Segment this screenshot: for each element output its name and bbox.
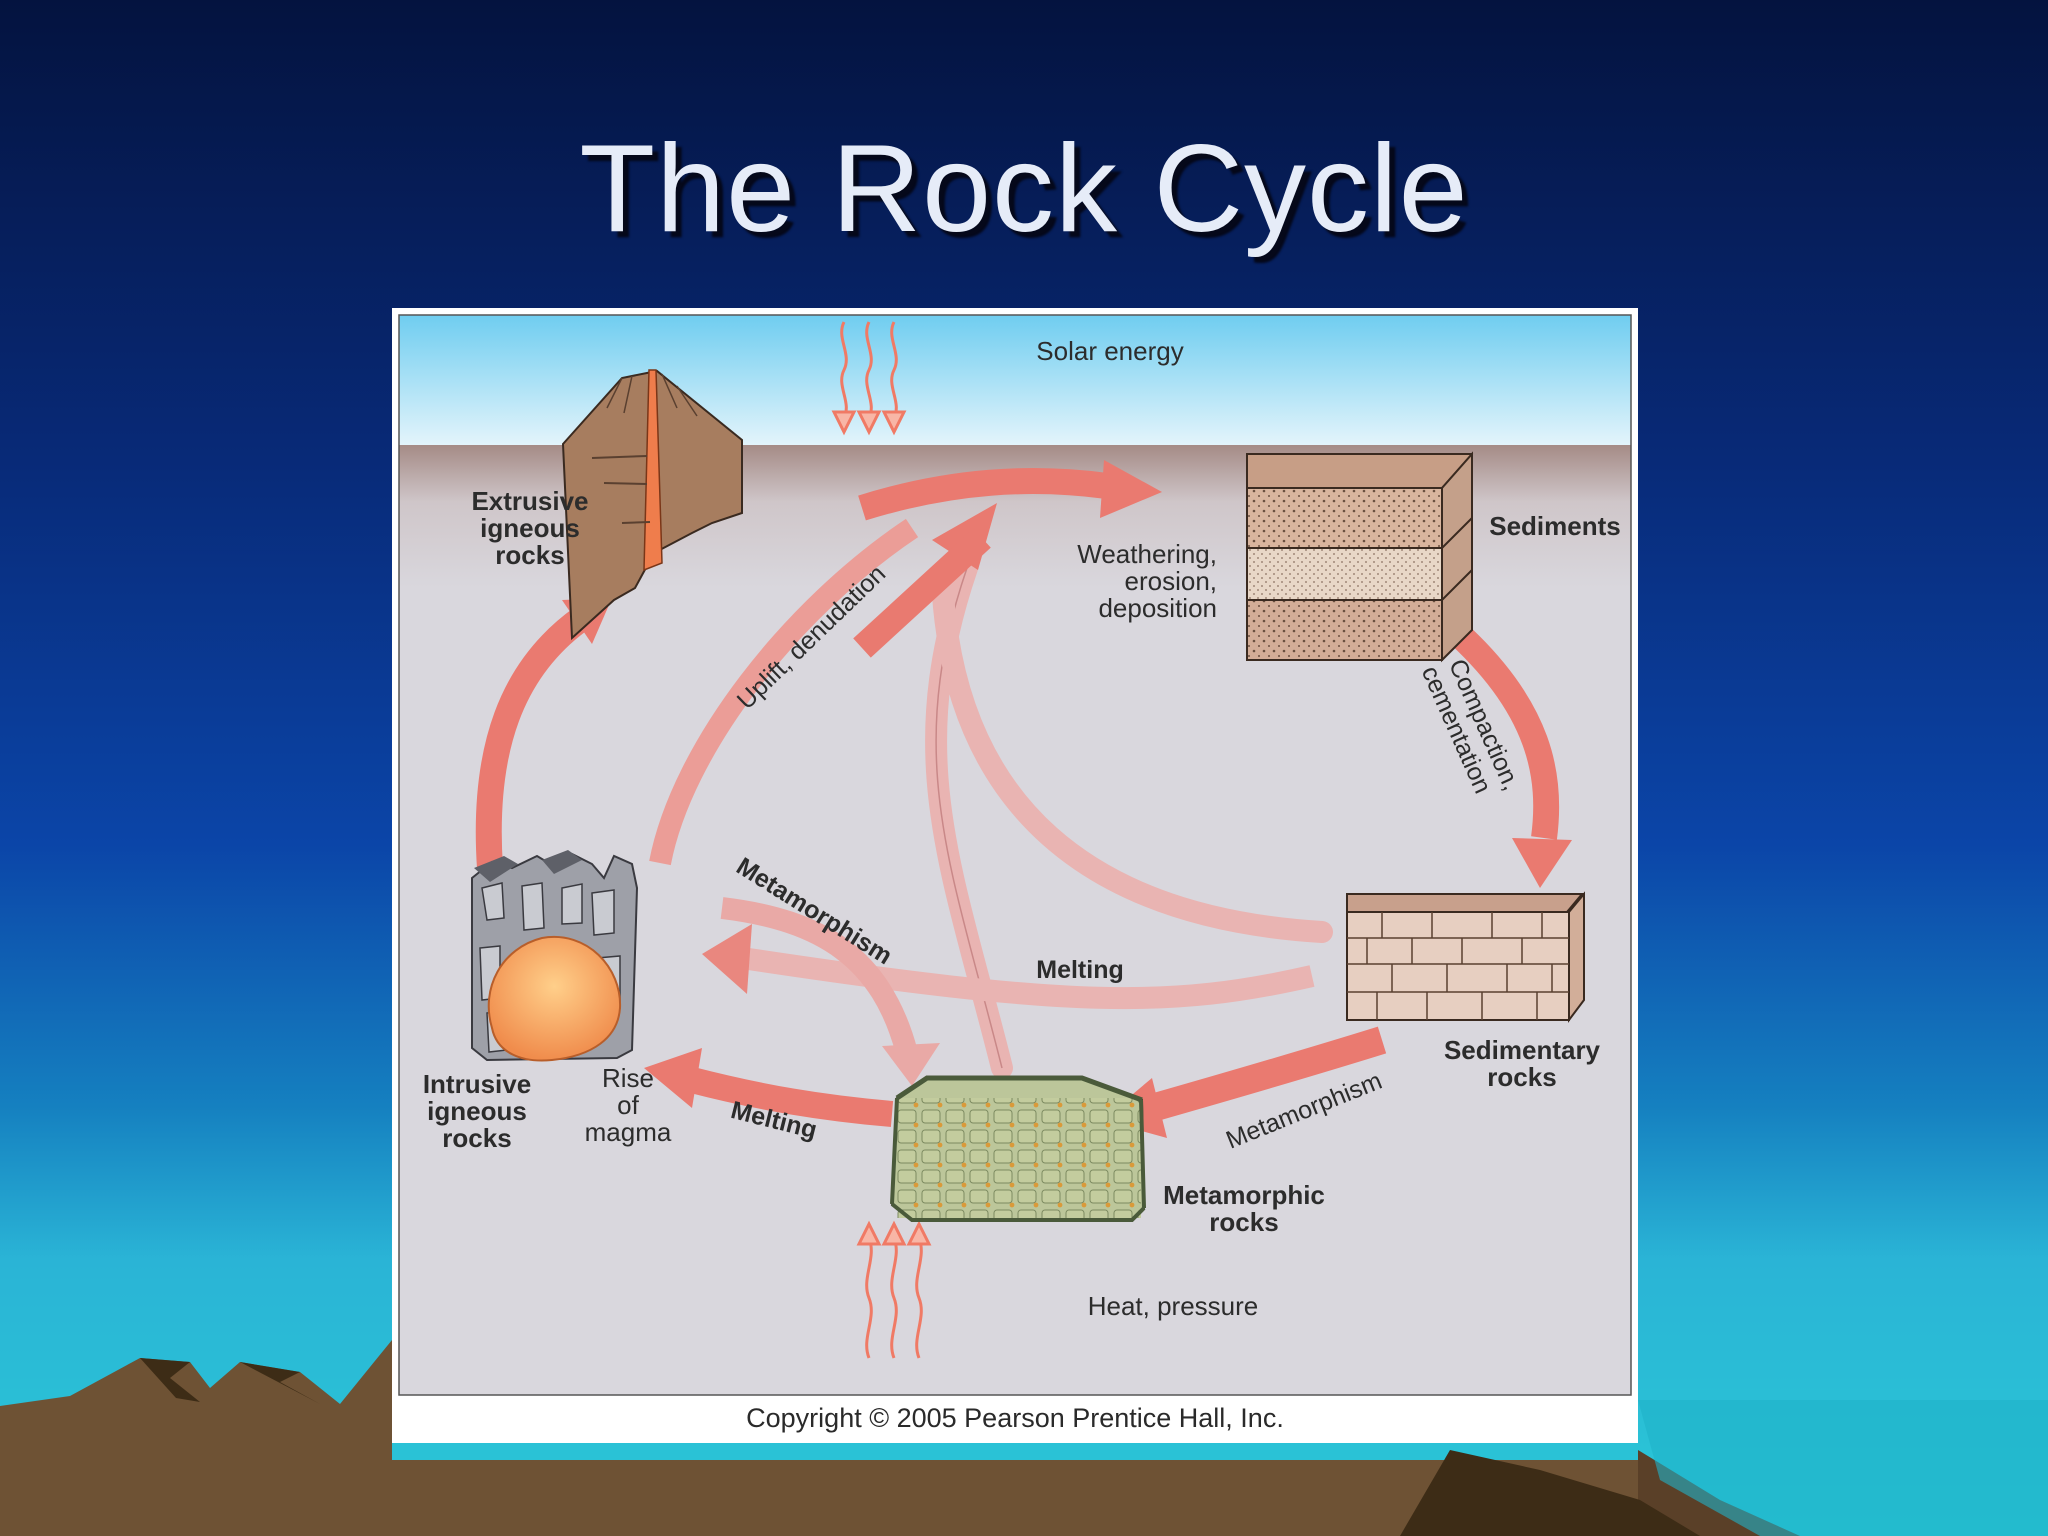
rock-cycle-figure: Solar energy Extrusive igneous rocks Wea… <box>392 308 1638 1443</box>
copyright-notice: Copyright © 2005 Pearson Prentice Hall, … <box>746 1403 1284 1433</box>
sediments-block <box>1246 451 1474 663</box>
metamorphic-rocks-illustration <box>890 1075 1146 1222</box>
svg-text:magma: magma <box>585 1117 672 1147</box>
heat-pressure-arrows <box>856 1220 932 1359</box>
svg-text:Metamorphic: Metamorphic <box>1163 1180 1325 1210</box>
svg-text:Weathering,: Weathering, <box>1077 539 1217 569</box>
svg-text:rocks: rocks <box>1209 1207 1278 1237</box>
label-metamorphic-rocks: Metamorphic rocks <box>1163 1180 1325 1237</box>
svg-text:Rise: Rise <box>602 1063 654 1093</box>
label-sedimentary-rocks: Sedimentary rocks <box>1444 1035 1601 1092</box>
svg-text:igneous: igneous <box>427 1096 527 1126</box>
svg-text:Solar energy: Solar energy <box>1036 336 1183 366</box>
volcano-illustration <box>561 369 743 641</box>
label-melting-middle: Melting <box>1036 956 1124 984</box>
svg-text:rocks: rocks <box>495 540 564 570</box>
svg-text:igneous: igneous <box>480 513 580 543</box>
svg-text:of: of <box>617 1090 639 1120</box>
label-solar-energy: Solar energy <box>1036 336 1183 366</box>
label-weathering: Weathering, erosion, deposition <box>1077 539 1217 623</box>
svg-text:rocks: rocks <box>442 1123 511 1153</box>
sedimentary-rocks-block <box>1346 891 1585 1023</box>
svg-text:Intrusive: Intrusive <box>423 1069 531 1099</box>
svg-text:deposition: deposition <box>1098 593 1217 623</box>
arrow-weathering <box>858 460 1162 521</box>
label-heat-pressure: Heat, pressure <box>1088 1291 1259 1321</box>
solar-energy-arrows <box>831 321 907 436</box>
label-sediments: Sediments <box>1489 511 1621 541</box>
arrow-melting-low <box>644 1048 894 1127</box>
arrow-uplift-main <box>853 528 991 658</box>
svg-text:erosion,: erosion, <box>1125 566 1218 596</box>
mountain-landscape <box>0 1340 2048 1536</box>
label-extrusive-igneous-rocks: Extrusive igneous rocks <box>471 486 588 570</box>
arrow-sedimentary-to-uplift <box>931 567 1333 943</box>
svg-text:Extrusive: Extrusive <box>471 486 588 516</box>
svg-text:Sedimentary: Sedimentary <box>1444 1035 1601 1065</box>
arrow-metamorphism-left <box>720 897 940 1086</box>
label-rise-of-magma: Rise of magma <box>585 1063 672 1147</box>
intrusive-rocks-illustration <box>471 850 639 1062</box>
slide-title: The Rock Cycle <box>579 120 1469 258</box>
rock-cycle-diagram: Solar energy Extrusive igneous rocks Wea… <box>398 314 1632 1396</box>
arrow-compaction <box>1443 618 1572 888</box>
label-intrusive-igneous-rocks: Intrusive igneous rocks <box>423 1069 531 1153</box>
svg-text:rocks: rocks <box>1487 1062 1556 1092</box>
arrow-uplift-from-intrusive <box>649 518 919 866</box>
